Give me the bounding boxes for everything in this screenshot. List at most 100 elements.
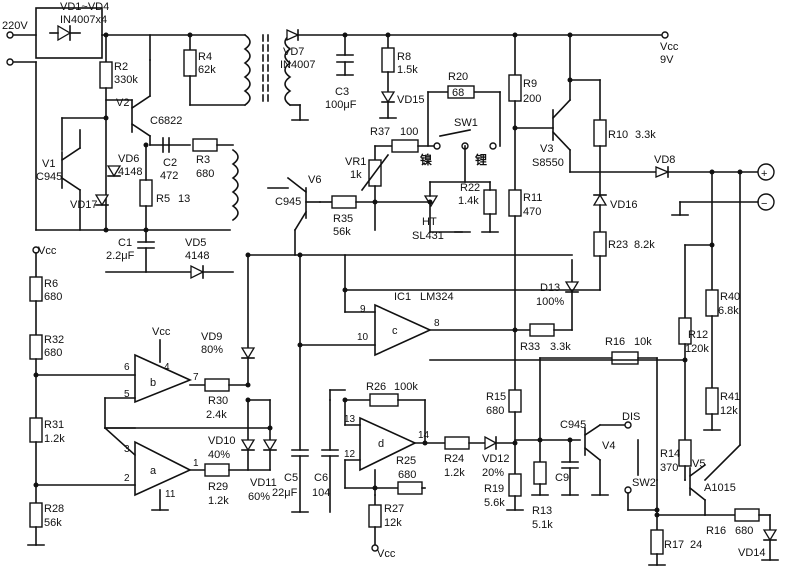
label-r32: R32: [44, 334, 64, 346]
label-vd7: VD7: [283, 46, 304, 58]
label-r19: R19: [484, 483, 504, 495]
label-ic1: IC1: [394, 291, 411, 303]
label-r2-value: 330k: [114, 74, 138, 86]
label-r23-value: 8.2k: [634, 239, 655, 251]
label-r25-value: 680: [398, 469, 416, 481]
label-r8-value: 1.5k: [397, 64, 418, 76]
label-r16-b: R16: [706, 525, 726, 537]
label-ht: HT: [422, 216, 437, 228]
label-c6-value: 104: [312, 487, 330, 499]
label-r15-value: 680: [486, 405, 504, 417]
label-r14-value: 370: [660, 462, 678, 474]
opamp-c: [374, 303, 432, 357]
label-ni: 镍: [420, 152, 432, 167]
label-r37: R37: [370, 126, 390, 138]
label-r26-value: 100k: [394, 381, 418, 393]
label-r6: R6: [44, 278, 58, 290]
label-r17-value: 24: [690, 539, 702, 551]
label-in4007x4: IN4007x4: [60, 14, 107, 26]
label-r13-value: 5.1k: [532, 519, 553, 531]
label-c5: C5: [284, 472, 298, 484]
label-vd1-vd4: VD1~VD4: [60, 1, 109, 13]
label-pin1: 1: [193, 458, 199, 469]
label-c6: C6: [314, 472, 328, 484]
label-vd6-value: 4148: [118, 166, 142, 178]
label-r23: R23: [608, 239, 628, 251]
label-pin10: 10: [357, 332, 369, 343]
label-vd5-value: 4148: [185, 250, 209, 262]
label-r10-value: 3.3k: [635, 129, 656, 141]
label-vr1-value: 1k: [350, 169, 362, 181]
label-a1015: A1015: [704, 482, 736, 494]
label-vd10: VD10: [208, 435, 236, 447]
label-vd16: VD16: [610, 199, 638, 211]
label-vcc-left: Vcc: [38, 245, 57, 257]
label-vd7-value: IN4007: [280, 59, 315, 71]
label-minus: −: [761, 198, 767, 210]
label-r28: R28: [44, 503, 64, 515]
label-opamp-d: d: [378, 438, 384, 450]
label-r9: R9: [523, 78, 537, 90]
label-r24-value: 1.2k: [444, 467, 465, 479]
label-r30-value: 2.4k: [206, 409, 227, 421]
label-r5: R5: [156, 193, 170, 205]
label-r40-value: 6.8k: [718, 305, 739, 317]
label-c3-value: 100μF: [325, 99, 357, 111]
label-c945-v4: C945: [560, 419, 586, 431]
labels: VD1~VD4 IN4007x4 220V R2 330k R4 62k VD7…: [2, 1, 767, 560]
label-pin3: 3: [124, 444, 130, 455]
label-r40: R40: [720, 291, 740, 303]
label-r6-value: 680: [44, 291, 62, 303]
label-r20-value: 68: [452, 87, 464, 99]
label-vd12: VD12: [482, 453, 510, 465]
label-r29-value: 1.2k: [208, 495, 229, 507]
label-r22-value: 1.4k: [458, 195, 479, 207]
label-c5-value: 22μF: [272, 487, 298, 499]
label-pin14: 14: [418, 430, 430, 441]
label-v2: V2: [116, 97, 129, 109]
label-r27-value: 12k: [384, 517, 402, 529]
label-r37-value: 100: [400, 126, 418, 138]
label-vd10-value: 40%: [208, 449, 230, 461]
label-r26: R26: [366, 381, 386, 393]
label-r35-value: 56k: [333, 226, 351, 238]
label-r13: R13: [532, 505, 552, 517]
label-c6822: C6822: [150, 115, 182, 127]
label-r17: R17: [664, 539, 684, 551]
opamp-a: [134, 440, 192, 497]
label-v3: V3: [540, 143, 553, 155]
label-c2-value: 472: [160, 170, 178, 182]
label-opamp-b: b: [150, 377, 156, 389]
label-d13-value: 100%: [536, 296, 564, 308]
label-r3-value: 680: [196, 168, 214, 180]
label-r4-value: 62k: [198, 64, 216, 76]
label-c3: C3: [335, 86, 349, 98]
label-c945-v6: C945: [275, 196, 301, 208]
label-vd11: VD11: [250, 477, 277, 489]
label-c2: C2: [163, 157, 177, 169]
label-r32-value: 680: [44, 347, 62, 359]
label-r10: R10: [608, 129, 628, 141]
label-opamp-c: c: [392, 325, 398, 337]
label-pin13: 13: [344, 414, 356, 425]
label-lm324: LM324: [420, 291, 454, 303]
label-c945-v1: C945: [36, 171, 62, 183]
label-r12: R12: [688, 329, 708, 341]
label-pin6: 6: [124, 362, 130, 373]
label-r5-value: 13: [178, 193, 190, 205]
label-sl431: SL431: [412, 230, 444, 242]
label-r11-value: 470: [523, 206, 541, 218]
label-v5: V5: [692, 458, 705, 470]
label-r30: R30: [208, 395, 228, 407]
label-r15: R15: [486, 391, 506, 403]
bridge-rectifier: [35, 7, 103, 59]
label-r14: R14: [660, 448, 680, 460]
label-sw2: SW2: [632, 477, 656, 489]
label-r24: R24: [444, 453, 464, 465]
label-r31: R31: [44, 419, 64, 431]
label-pin4: 4: [164, 362, 170, 373]
label-vcc-b: Vcc: [152, 326, 171, 338]
label-pin9: 9: [360, 304, 366, 315]
label-pin2: 2: [124, 473, 130, 484]
label-vd6: VD6: [118, 153, 139, 165]
